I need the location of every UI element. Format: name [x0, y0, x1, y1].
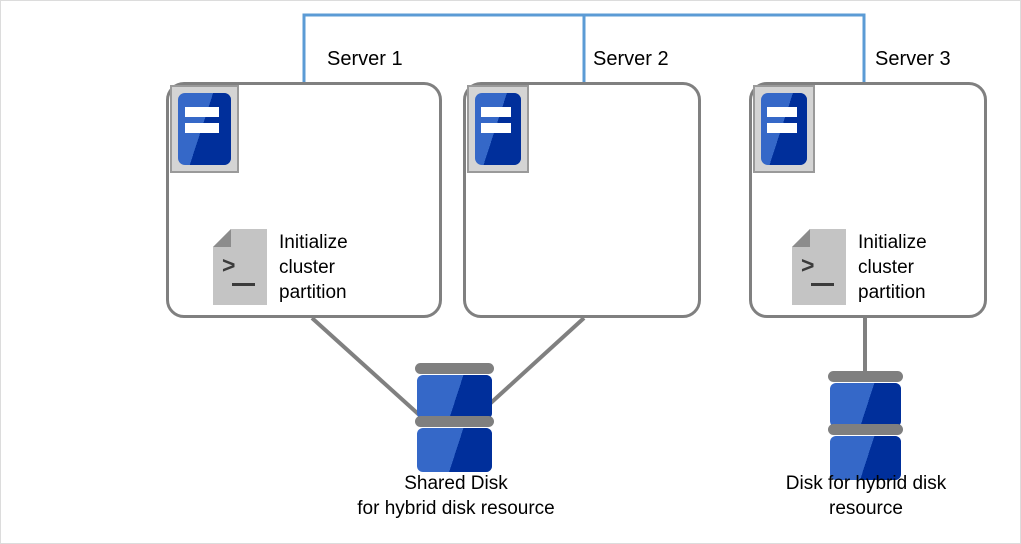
shared-disk-caption: Shared Disk for hybrid disk resource [357, 473, 555, 519]
task-label-3: Initialize cluster partition [858, 231, 927, 303]
disk-bar-top [415, 363, 494, 374]
server-label-1: Server 1 [327, 48, 403, 70]
shared-disk-icon [415, 363, 494, 472]
disk-connectors [310, 316, 867, 423]
server-label-2: Server 2 [593, 48, 669, 70]
prompt-caret-icon: > [801, 252, 815, 278]
script-document-icon: > [213, 229, 267, 305]
script-fold-corner [213, 229, 231, 247]
prompt-underscore-icon [232, 283, 255, 286]
server-label-3: Server 3 [875, 48, 951, 70]
disk-plate-top [417, 375, 492, 419]
disk-bar-middle [415, 416, 494, 427]
server-icon [753, 85, 815, 173]
server-icon-bar-top [481, 106, 511, 117]
server-icon-bar-top [185, 106, 220, 117]
task-initialize-cluster-partition-3: > Initialize cluster partition [792, 229, 927, 305]
disk-bar-middle [828, 424, 903, 435]
disk-plate-bottom [417, 428, 492, 472]
server-icon-body [761, 93, 807, 165]
disk-caption: Disk for hybrid disk resource [785, 473, 947, 519]
disk-icon [828, 371, 903, 480]
prompt-caret-icon: > [222, 252, 236, 278]
task-label-1: Initialize cluster partition [279, 231, 348, 303]
server-icon-body [475, 93, 521, 165]
prompt-underscore-icon [811, 283, 834, 286]
connector-server1-shared-disk [310, 316, 428, 423]
server-icon-bar-top [767, 106, 797, 117]
disk-plate-bottom [830, 436, 901, 480]
script-fold-corner [792, 229, 810, 247]
server-icon [467, 85, 529, 173]
task-initialize-cluster-partition-1: > Initialize cluster partition [213, 229, 348, 305]
server-icon-bar-bottom [767, 122, 797, 133]
disk-bar-top [828, 371, 903, 382]
script-document-icon: > [792, 229, 846, 305]
disk-plate-top [830, 383, 901, 427]
server-icon-bar-bottom [185, 122, 220, 133]
server-icon-bar-bottom [481, 122, 511, 133]
server-icon [170, 85, 239, 173]
server-icon-body [178, 93, 231, 165]
